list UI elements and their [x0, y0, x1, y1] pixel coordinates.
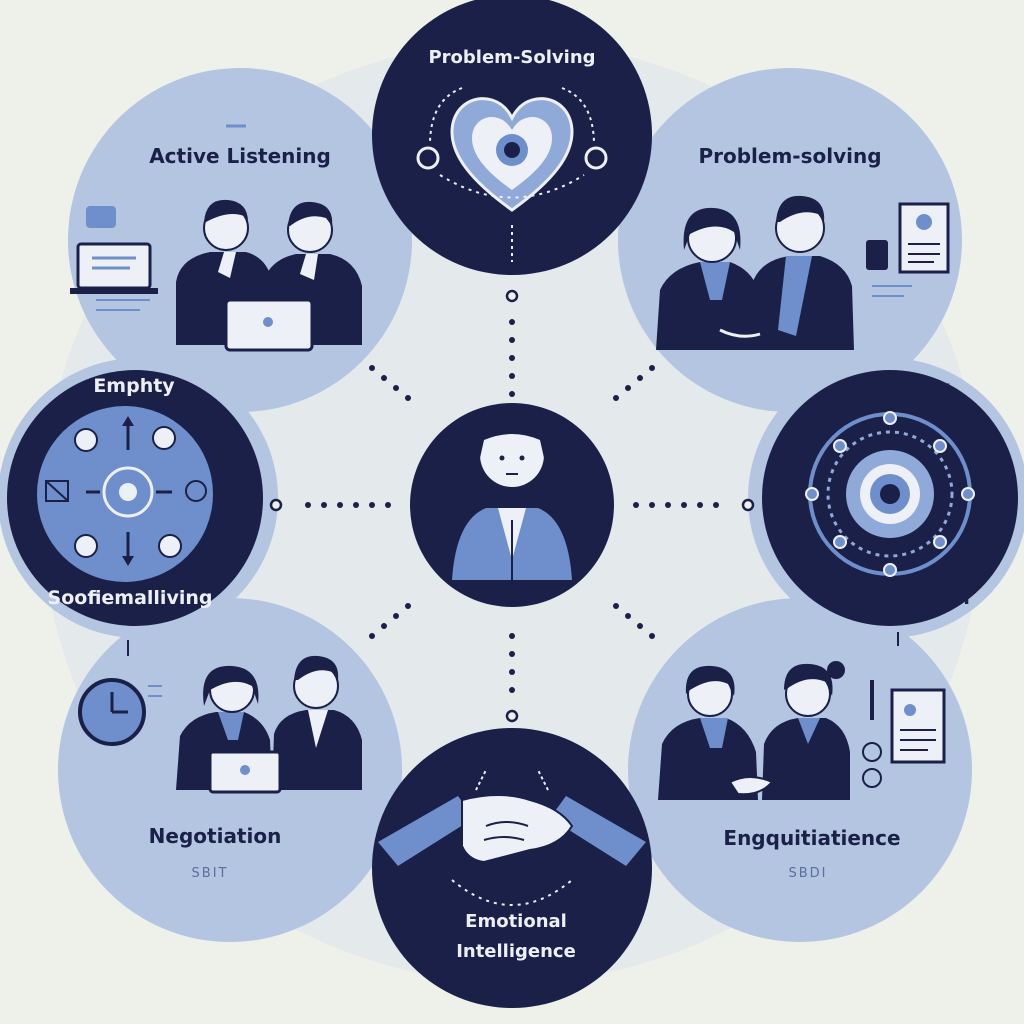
label-bottom-line1: Emotional — [465, 911, 567, 932]
listening-people-illustration — [70, 124, 362, 352]
enquiry-people-illustration — [658, 661, 946, 800]
connector-lines — [305, 319, 719, 693]
problem-solving-people-illustration — [656, 195, 950, 350]
label-mid-left-top: Emphty — [93, 375, 175, 397]
label-mid-right-bottom: Negoutiation — [830, 587, 970, 609]
label-top: Problem-Solving — [428, 47, 596, 68]
label-bottom-left: Negotiation — [148, 824, 282, 848]
empathy-icons — [37, 406, 213, 582]
node-bottom — [372, 728, 652, 1008]
connector-knobs — [269, 289, 755, 723]
label-bottom-line2: Intelligence — [456, 941, 576, 962]
label-mid-right-top: Negoiathy — [840, 377, 950, 399]
heart-target-icon — [416, 87, 608, 262]
handshake-icon — [378, 769, 646, 906]
label-top-right: Problem-solving — [698, 144, 882, 168]
label-top-left: Active Listening — [149, 144, 331, 168]
caption-bottom-left: SBIT — [191, 866, 229, 881]
negotiation-target-icon — [805, 411, 975, 577]
negotiation-people-illustration — [78, 655, 362, 794]
center-person-illustration — [452, 412, 572, 580]
label-mid-left-bottom: Soofiemalliving — [47, 587, 213, 609]
label-bottom-right: Engquitiatience — [723, 826, 901, 850]
caption-bottom-right: SBDI — [788, 866, 828, 881]
